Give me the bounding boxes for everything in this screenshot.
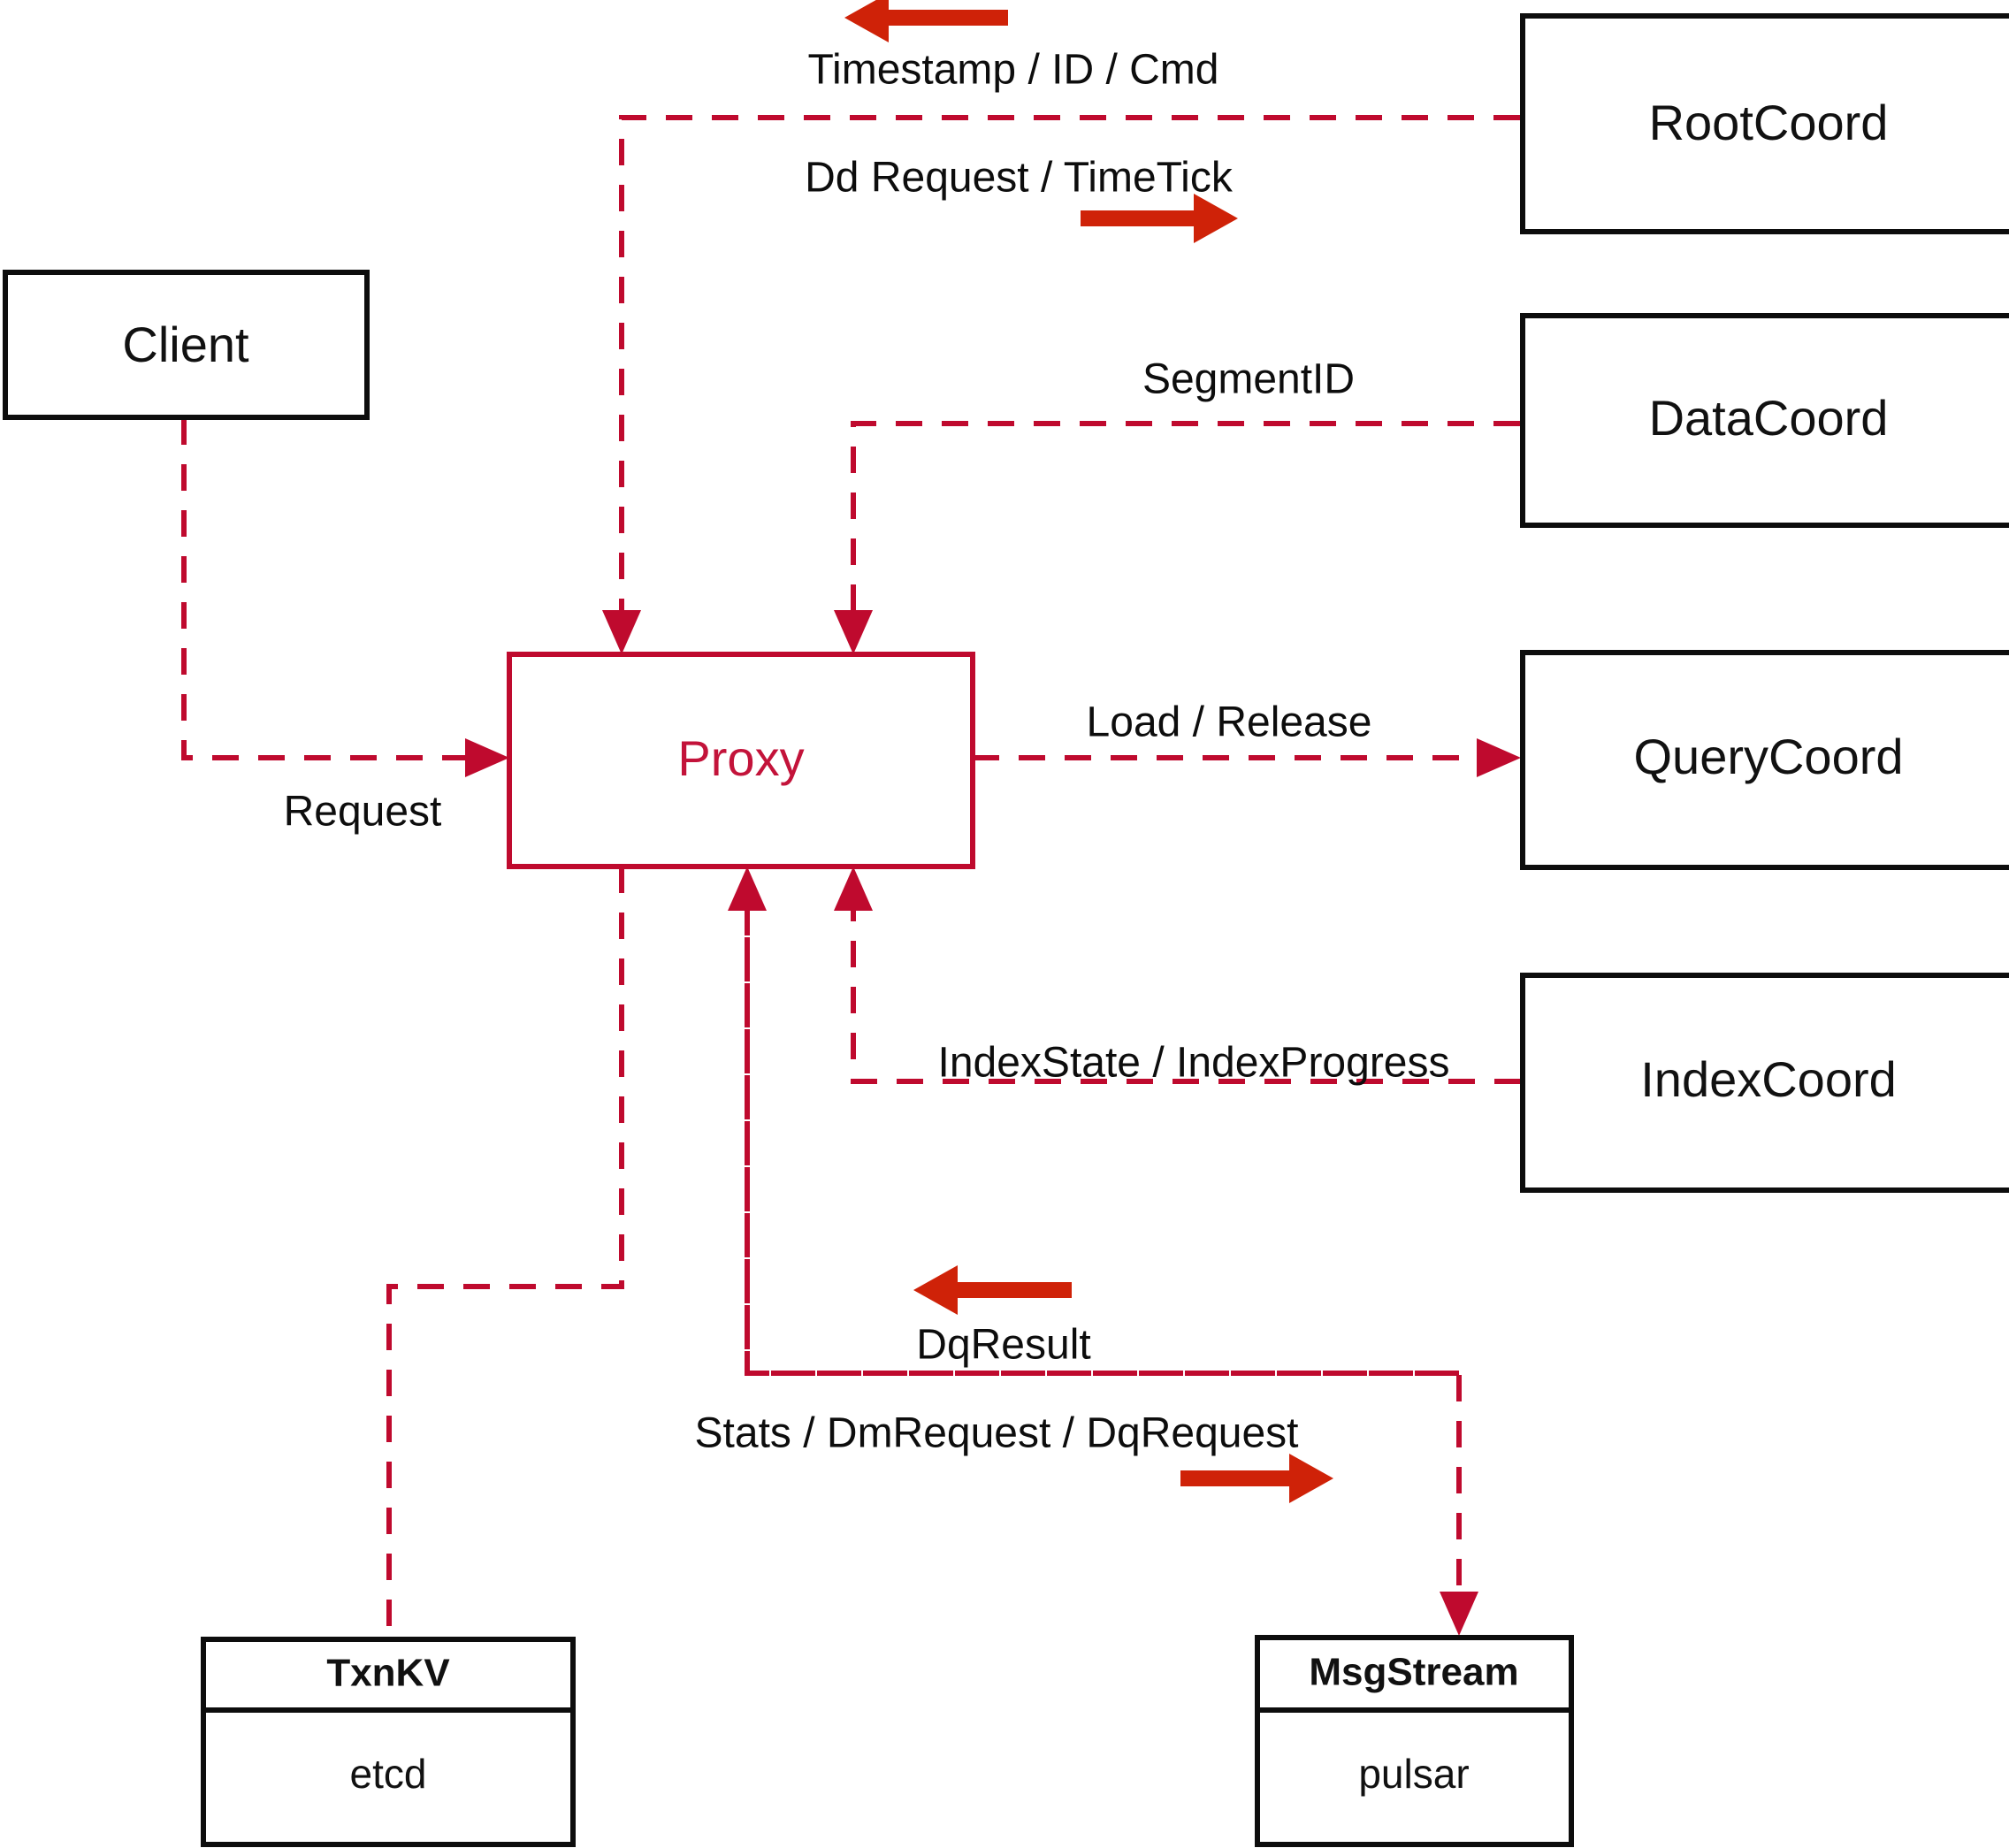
edge-proxy-to-txnkv — [386, 867, 624, 1638]
edge-label-timestamp-id-cmd: Timestamp / ID / Cmd — [808, 47, 1219, 94]
node-datacoord[interactable]: DataCoord — [1520, 313, 2009, 528]
edge-label-indexstate-indexprogress: IndexState / IndexProgress — [938, 1040, 1450, 1087]
edge-datacoord-to-proxy — [834, 421, 1520, 654]
edge-label-load-release: Load / Release — [1087, 699, 1372, 746]
node-proxy-label: Proxy — [677, 730, 804, 786]
node-msgstream-label: MsgStream — [1309, 1651, 1518, 1694]
node-rootcoord-label: RootCoord — [1649, 95, 1889, 150]
node-indexcoord-label: IndexCoord — [1640, 1051, 1897, 1107]
edge-indexcoord-to-proxy — [834, 867, 1521, 1084]
direction-arrow-right-ddrequest — [1081, 194, 1238, 243]
edge-label-dqresult: DqResult — [916, 1322, 1090, 1369]
edge-rootcoord-to-proxy — [602, 115, 1520, 654]
node-querycoord-label: QueryCoord — [1633, 729, 1903, 784]
node-client[interactable]: Client — [3, 270, 370, 420]
node-indexcoord[interactable]: IndexCoord — [1520, 973, 2009, 1193]
direction-arrow-left-timestamp — [844, 0, 1008, 42]
node-proxy[interactable]: Proxy — [507, 652, 975, 869]
edge-label-segmentid: SegmentID — [1142, 356, 1355, 403]
edge-proxy-to-msgstream — [745, 891, 1478, 1636]
direction-arrow-left-dqresult — [913, 1265, 1072, 1315]
node-querycoord[interactable]: QueryCoord — [1520, 650, 2009, 870]
node-msgstream[interactable]: MsgStream pulsar — [1255, 1635, 1574, 1847]
node-txnkv-impl-label: etcd — [350, 1751, 427, 1797]
node-txnkv[interactable]: TxnKV etcd — [201, 1637, 576, 1847]
node-client-label: Client — [122, 317, 249, 372]
edge-proxy-to-querycoord — [973, 738, 1521, 777]
direction-arrow-right-stats — [1180, 1454, 1333, 1503]
edge-label-dd-request-timetick: Dd Request / TimeTick — [805, 155, 1234, 202]
edge-label-request: Request — [284, 789, 442, 836]
node-msgstream-impl-label: pulsar — [1358, 1751, 1469, 1797]
edge-msgstream-to-proxy — [728, 867, 1459, 1376]
edge-label-stats-dmrequest-dqrequest: Stats / DmRequest / DqRequest — [695, 1410, 1299, 1457]
node-datacoord-label: DataCoord — [1649, 390, 1889, 446]
node-txnkv-label: TxnKV — [326, 1652, 450, 1695]
edge-client-to-proxy — [181, 418, 509, 777]
node-rootcoord[interactable]: RootCoord — [1520, 13, 2009, 234]
